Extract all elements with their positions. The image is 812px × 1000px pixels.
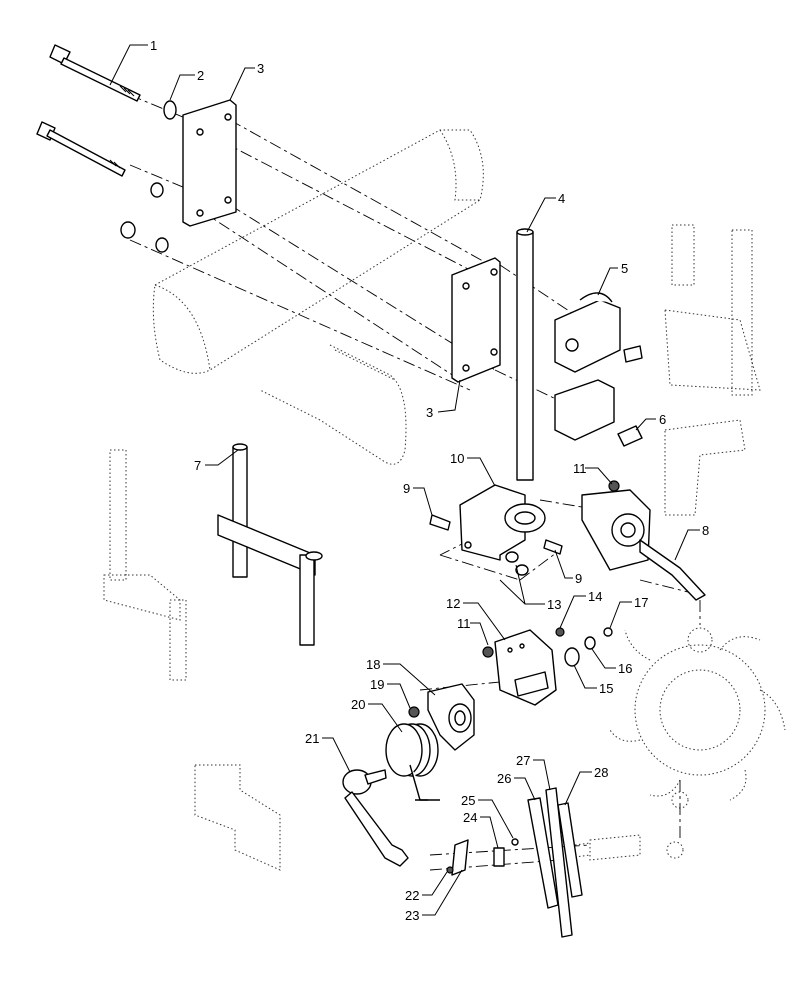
- callout-3-upper: 3: [257, 61, 264, 76]
- frame-beam-reference: [152, 129, 484, 374]
- callout-20: 20: [351, 697, 365, 712]
- tine-holder-part-7: [217, 443, 323, 646]
- callout-24: 24: [463, 810, 477, 825]
- plate-part-3-lower: [451, 257, 501, 383]
- callout-28: 28: [594, 765, 608, 780]
- plate-part-3-upper: [182, 99, 237, 227]
- crank-part-21: [342, 769, 409, 867]
- arm-part-18: [427, 683, 475, 751]
- u-bolt-reference: [259, 344, 407, 465]
- bolt-part-6: [617, 345, 643, 447]
- nut-part-19: [408, 706, 420, 718]
- callout-22: 22: [405, 888, 419, 903]
- callout-6: 6: [659, 412, 666, 427]
- callout-5: 5: [621, 261, 628, 276]
- bolt-part-1: [49, 44, 141, 102]
- callout-23: 23: [405, 908, 419, 923]
- bolt-part-1-lower: [36, 121, 126, 177]
- callout-13: 13: [547, 597, 561, 612]
- callout-15: 15: [599, 681, 613, 696]
- pin-part-13: [505, 551, 529, 576]
- leader-lines: [109, 44, 700, 916]
- callout-1: 1: [150, 38, 157, 53]
- washer-part-2: [120, 100, 177, 253]
- callout-12: 12: [446, 596, 460, 611]
- callout-7: 7: [194, 458, 201, 473]
- callout-17: 17: [634, 595, 648, 610]
- clamp-part-5: [554, 292, 621, 441]
- callout-labels: 1 2 3 3 4 5 6 7 8 9 9 10 11 11 12 13 14 …: [150, 38, 709, 923]
- rod-part-4: [516, 228, 534, 481]
- wheel-reference: [609, 627, 786, 859]
- callout-18: 18: [366, 657, 380, 672]
- callout-27: 27: [516, 753, 530, 768]
- callout-2: 2: [197, 68, 204, 83]
- small-parts-14-17: [555, 627, 613, 667]
- spring-part-20: [385, 723, 440, 801]
- callout-9-left: 9: [403, 481, 410, 496]
- bracket-part-10: [459, 484, 546, 561]
- callout-9-right: 9: [575, 571, 582, 586]
- bolt-part-9: [429, 514, 563, 555]
- callout-21: 21: [305, 731, 319, 746]
- callout-4: 4: [558, 191, 565, 206]
- callout-25: 25: [461, 793, 475, 808]
- callout-3-lower: 3: [426, 405, 433, 420]
- mount-bracket-reference: [664, 224, 761, 516]
- callout-16: 16: [618, 661, 632, 676]
- callout-10: 10: [450, 451, 464, 466]
- tine-bar-reference: [103, 449, 187, 681]
- callout-19: 19: [370, 677, 384, 692]
- pin-reference: [574, 834, 641, 861]
- bars-parts-26-28: [527, 787, 583, 938]
- spring-bracket-upper: [581, 489, 706, 601]
- callout-8: 8: [702, 523, 709, 538]
- small-parts-22-25: [446, 838, 519, 876]
- callout-11-lower: 11: [457, 616, 471, 631]
- callout-11-upper: 11: [573, 461, 587, 476]
- callout-26: 26: [497, 771, 511, 786]
- plate-part-12: [494, 629, 557, 706]
- callout-14: 14: [588, 589, 602, 604]
- shield-reference: [194, 764, 281, 871]
